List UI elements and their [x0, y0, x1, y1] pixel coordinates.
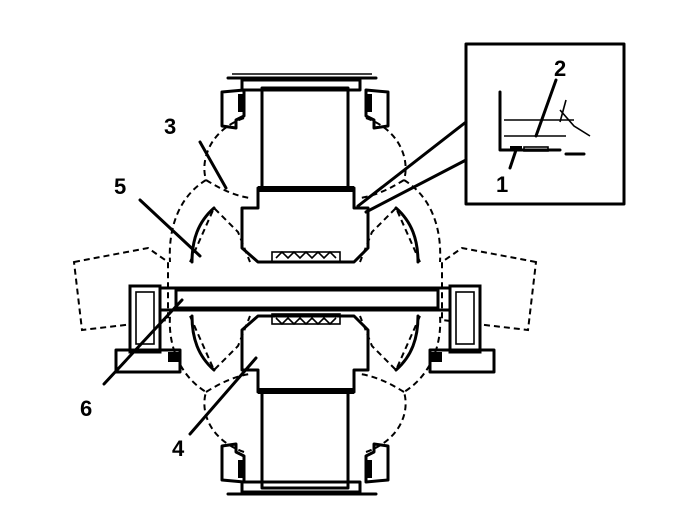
inset-detail: [356, 42, 626, 214]
cross-pin: [148, 286, 462, 312]
callout-label-3: 3: [164, 114, 176, 139]
upper-side-gear: [240, 186, 370, 264]
left-side-bearing: [72, 246, 182, 374]
callout-label-4: 4: [172, 436, 185, 461]
callout-label-1: 1: [496, 172, 508, 197]
callout-label-2: 2: [554, 56, 566, 81]
differential-case: [168, 117, 442, 453]
top-axle-housing: [220, 73, 390, 190]
bottom-axle-housing: [220, 390, 390, 496]
leader-lines: [102, 78, 558, 436]
pinion-gears: [189, 206, 421, 372]
callout-label-5: 5: [114, 174, 126, 199]
lower-side-gear: [240, 313, 370, 394]
callout-label-6: 6: [80, 396, 92, 421]
right-side-bearing: [428, 246, 538, 374]
